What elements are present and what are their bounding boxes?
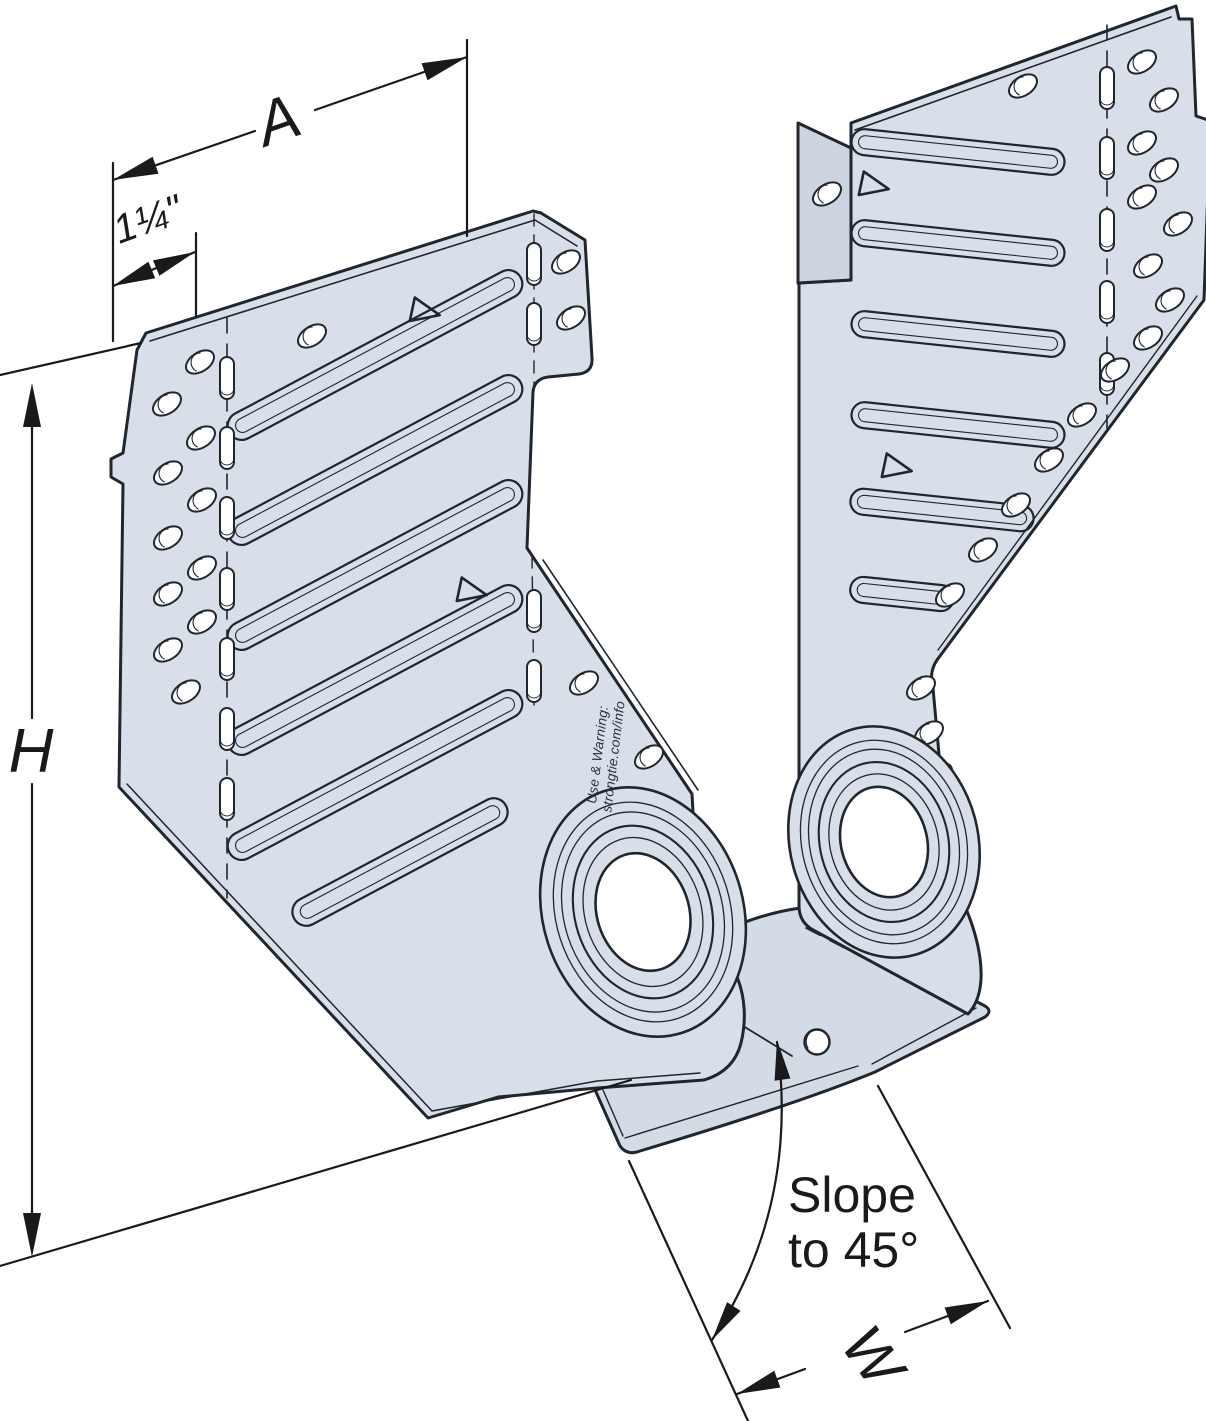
slope-note-line2: to 45°: [788, 1222, 919, 1278]
extension-line: [627, 1159, 750, 1421]
slope-note-line1: Slope: [788, 1167, 916, 1223]
arrowhead-icon: [944, 1301, 988, 1325]
right-flange: [786, 4, 1206, 1016]
seat-right-thickness-line: [871, 1007, 977, 1065]
swivel-hole: [838, 785, 930, 899]
nail-slot: [219, 426, 235, 470]
swivel-hole: [594, 851, 692, 973]
nail-slot: [526, 242, 542, 286]
dimension-offset: 1¼": [107, 187, 198, 318]
slope-arc: [710, 1040, 783, 1342]
slope-annotation: Slope to 45°: [710, 1040, 919, 1342]
left-swivel-boss: [538, 786, 748, 1038]
dimension-w-label: W: [829, 1313, 920, 1403]
dimension-h: H: [0, 341, 633, 1268]
nail-slot: [1099, 66, 1115, 110]
edge-thickness-line: [126, 783, 701, 1112]
edge-thickness-line: [937, 295, 1198, 651]
seat-left-thickness-line: [602, 1089, 624, 1137]
arrowhead-icon: [421, 57, 467, 81]
nail-slot: [219, 356, 235, 400]
extension-line: [0, 1078, 633, 1268]
extension-line: [0, 341, 143, 377]
extension-line: [876, 1084, 1012, 1330]
dimension-a-label: A: [244, 81, 310, 161]
nail-slot: [526, 589, 542, 633]
edge-thickness-line: [854, 16, 1172, 131]
nail-slot: [1099, 208, 1115, 252]
arrowhead-icon: [774, 1040, 791, 1081]
arrowhead-icon: [23, 1213, 41, 1257]
nail-slot: [1099, 136, 1115, 180]
arrowhead-icon: [113, 261, 156, 286]
nail-slot: [526, 659, 542, 703]
seat-hole: [803, 1028, 831, 1056]
left-flange: Use & Warning: strongtie.com/info: [109, 209, 748, 1120]
nail-slot: [526, 302, 542, 346]
nail-slot: [1099, 280, 1115, 324]
arrowhead-icon: [712, 1302, 741, 1340]
fold-back-flap: [796, 121, 853, 285]
nail-slot: [219, 567, 235, 611]
dimension-h-label: H: [9, 717, 54, 786]
arrowhead-icon: [23, 383, 41, 427]
arrowhead-icon: [153, 252, 195, 276]
seat-front-thickness-line: [624, 1065, 859, 1139]
arrowhead-icon: [737, 1370, 781, 1394]
nail-slot: [219, 777, 235, 821]
edge-thickness-line: [149, 219, 578, 342]
nail-slot: [219, 496, 235, 540]
edge-thickness-line: [542, 559, 699, 791]
right-swivel-boss: [786, 725, 982, 959]
nail-slot: [219, 707, 235, 751]
dimension-offset-label: 1¼": [107, 187, 189, 253]
nail-slot: [219, 637, 235, 681]
arrowhead-icon: [113, 156, 159, 180]
